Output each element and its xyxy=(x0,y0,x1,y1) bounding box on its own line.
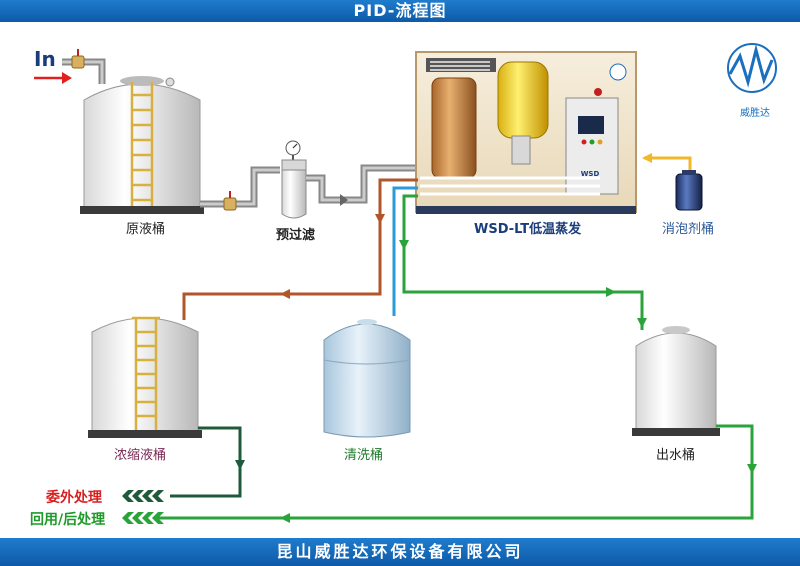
raw-tank-label: 原液桶 xyxy=(126,222,166,237)
evaporator-panel-brand: WSD xyxy=(581,170,600,178)
raw-tank-ladder xyxy=(130,82,154,206)
inlet-arrow xyxy=(34,72,72,84)
defoamer-pipe xyxy=(642,153,692,170)
raw-to-prefilter-pipe xyxy=(200,166,280,211)
concentrate-tank[interactable] xyxy=(88,316,202,438)
wash-tank[interactable] xyxy=(323,319,411,438)
footer-bar xyxy=(0,538,800,566)
pre-filter[interactable] xyxy=(281,140,307,219)
wash-pipe xyxy=(392,186,418,316)
wash-tank-label: 清洗桶 xyxy=(344,448,384,463)
inlet-pipe xyxy=(62,49,106,84)
process-diagram: WSD xyxy=(34,43,777,524)
defoamer-tank[interactable] xyxy=(675,170,703,211)
reuse-chevron-icon xyxy=(122,512,164,524)
outlet-tank[interactable] xyxy=(632,326,720,436)
raw-tank-gauge-icon xyxy=(165,77,175,87)
pre-filter-label: 预过滤 xyxy=(276,228,316,243)
inlet-label: In xyxy=(34,47,56,71)
prefilter-to-evaporator-pipe xyxy=(306,164,418,206)
wsd-logo-icon xyxy=(727,43,777,93)
concentrate-pipe xyxy=(182,178,418,320)
evaporator[interactable]: WSD xyxy=(415,51,637,214)
concentrate-outlet-pipe xyxy=(170,426,245,498)
outlet-tank-label: 出水桶 xyxy=(656,448,696,463)
header-bar xyxy=(0,0,800,22)
page-title: PID-流程图 xyxy=(353,1,447,20)
evaporator-label: WSD-LT低温蒸发 xyxy=(474,222,582,237)
outlet-reuse-pipe xyxy=(158,424,757,523)
outsourced-label: 委外处理 xyxy=(46,490,102,506)
concentrate-tank-label: 浓缩液桶 xyxy=(114,448,167,463)
raw-tank[interactable] xyxy=(80,76,204,214)
reuse-label: 回用/后处理 xyxy=(30,512,106,528)
logo-subtext: 威胜达 xyxy=(740,108,770,119)
outsourced-chevron-icon xyxy=(122,490,164,502)
water-out-pipe xyxy=(399,194,647,330)
defoamer-label: 消泡剂桶 xyxy=(662,222,715,237)
company-name: 昆山威胜达环保设备有限公司 xyxy=(276,542,524,561)
concentrate-tank-ladder xyxy=(132,316,160,430)
